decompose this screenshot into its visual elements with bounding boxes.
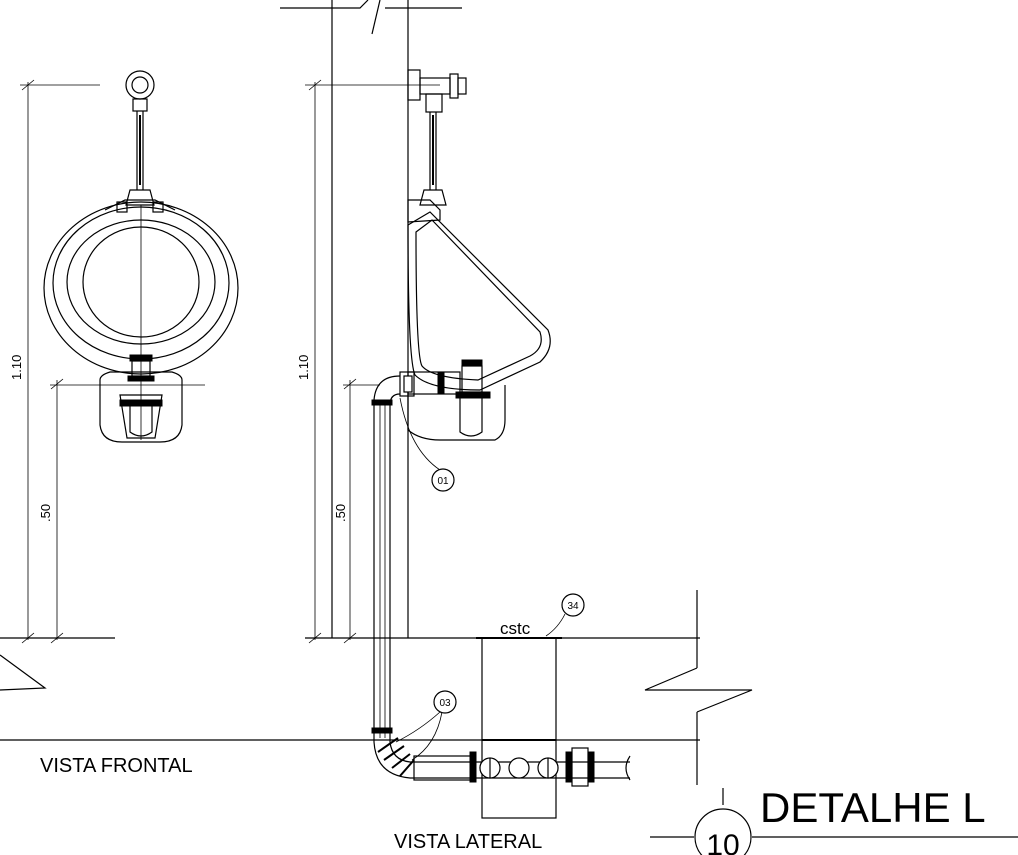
- wall: [280, 0, 462, 638]
- dimension-side-total: 1.10: [296, 79, 440, 644]
- flush-valve: [125, 70, 155, 206]
- tag-34-label: 34: [567, 601, 579, 612]
- tag-03-label: 03: [439, 698, 451, 709]
- tag-03: 03: [395, 690, 457, 761]
- vista-lateral-label: VISTA LATERAL: [394, 831, 542, 853]
- dimension-label-front-total: 1.10: [9, 355, 24, 380]
- dimension-label-side-total: 1.10: [296, 355, 311, 380]
- dimension-label-side-lower: .50: [333, 504, 348, 522]
- cstc-box: cstc: [476, 619, 562, 819]
- tag-01-label: 01: [437, 476, 449, 487]
- detail-title-block: 10 DETALHE L: [650, 784, 1018, 855]
- urinal-side: [399, 199, 551, 441]
- vista-frontal-label: VISTA FRONTAL: [40, 755, 193, 777]
- detail-title: DETALHE L: [760, 784, 986, 831]
- floor-front: [0, 637, 385, 741]
- side-view: 1.10 .50: [280, 0, 753, 853]
- drain-pipe-overlay: [479, 757, 559, 779]
- tag-01: 01: [399, 397, 455, 492]
- dimension-front-total: 1.10: [9, 79, 100, 644]
- tag-34: 34: [545, 593, 585, 637]
- front-view: 1.10 .50: [0, 70, 385, 777]
- urinal-front: [43, 199, 239, 443]
- flush-valve-side: [407, 69, 467, 206]
- dimension-label-front-lower: .50: [38, 504, 53, 522]
- dimension-front-lower: .50: [38, 378, 205, 644]
- detail-number: 10: [706, 829, 739, 855]
- cstc-label: cstc: [500, 619, 531, 638]
- dimension-side-lower: .50: [333, 378, 380, 644]
